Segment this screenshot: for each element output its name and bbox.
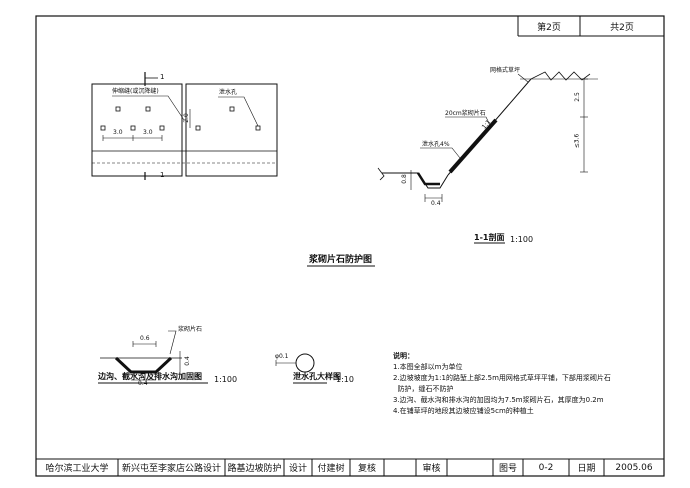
page-total: 共2页 [610,22,634,33]
dim-ditch-bottom: 0.4 [431,200,441,207]
label-expansion-joint: 伸缩缝(或沉降缝) [112,88,159,95]
dim-vertical: 2.0 [182,113,190,123]
dim-hole-diameter: φ0.1 [275,353,289,360]
dim-ditch-width: 0.4 [138,380,148,387]
dim-ditch-depth: 0.8 [400,174,408,184]
tb-date: 2005.06 [615,462,653,473]
title-block-lines [36,458,664,476]
label-ditch-stone: 浆砌片石 [178,326,203,333]
label-grid-lawn: 网格式草坪 [490,67,521,74]
note-1: 1.本图全部以m为单位 [393,363,463,371]
tb-approve-label: 审核 [422,464,441,474]
tb-drawing-no-label: 图号 [498,464,517,474]
dim-lower-height: ≤3.6 [573,133,581,149]
note-2b: 防护，缝石不防护 [393,385,454,393]
ditch-scale: 1:100 [214,375,238,384]
dim-spacing-1: 3.0 [113,129,123,136]
label-stone-lining: 20cm浆砌片石 [445,110,486,117]
section-1-1 [377,71,598,244]
section-title: 1-1剖面 [474,233,505,242]
tb-designer: 付建树 [317,464,345,474]
label-weep-hole: 泄水孔4% [422,141,450,148]
dim-upper-height: 2.5 [573,92,581,102]
notes-heading: 说明： [393,352,414,360]
dim-ditch-side: 0.4 [183,356,191,366]
tb-drawing-name: 路基边坡防护 [227,464,282,474]
note-2: 2.边坡坡度为1:1的路堑上部2.5m用网格式草坪平铺，下部用浆砌片石 [393,374,611,382]
hole-title: 泄水孔大样图 [293,372,341,381]
dim-spacing-2: 3.0 [143,129,153,136]
tb-design-label: 设计 [288,464,307,474]
notes-block: 说明： 1.本图全部以m为单位 2.边坡坡度为1:1的路堑上部2.5m用网格式草… [393,351,611,417]
label-drain-hole: 泄水孔 [219,89,238,96]
section-scale: 1:100 [510,235,534,244]
section-mark-bottom: 1 [160,171,165,179]
page-number: 第2页 [537,22,561,33]
tb-review-label: 复核 [357,464,376,474]
tb-project: 新兴屯至李家店公路设计 [121,464,221,474]
ditch-title: 边沟、截水沟及排水沟加固图 [98,372,202,381]
note-4: 4.在铺草坪的地段其边坡应铺设5cm的种植土 [393,407,534,415]
dim-ditch-top: 0.6 [140,335,150,342]
tb-drawing-no: 0-2 [538,462,554,473]
ditch-detail [98,330,208,384]
tb-date-label: 日期 [577,464,596,474]
main-title: 浆砌片石防护图 [309,255,373,265]
hole-scale: 1:10 [336,375,354,384]
tb-school: 哈尔滨工业大学 [45,464,109,474]
drain-hole-detail [275,353,327,384]
section-mark-top: 1 [160,73,165,81]
plan-view [91,72,278,180]
note-3: 3.边沟、截水沟和排水沟的加固均为7.5m浆砌片石，其厚度为0.2m [393,396,604,404]
